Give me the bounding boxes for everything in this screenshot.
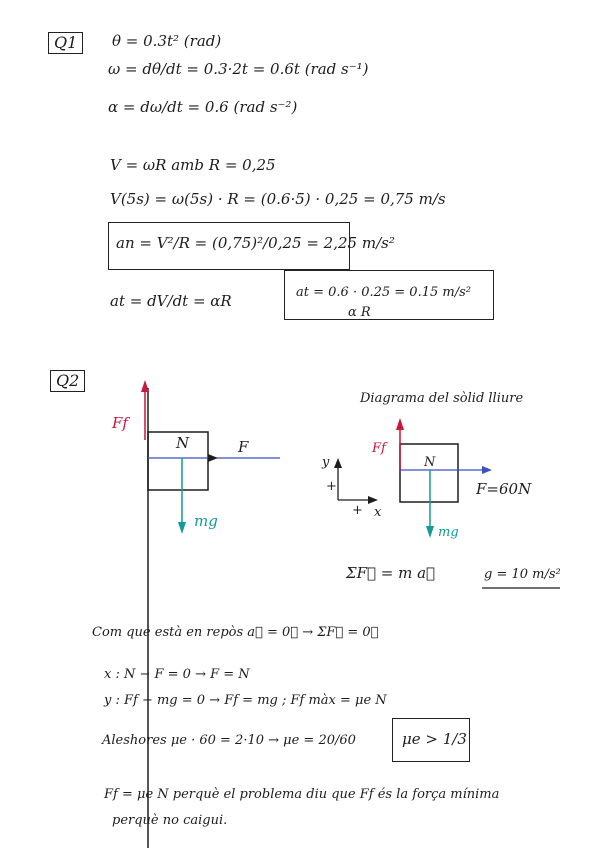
gravity-equation: g = 10 m/s² [484,567,561,582]
q1-line-theta: θ = 0.3t² (rad) [112,32,222,50]
q2-line-x: x : N − F = 0 → F = N [104,667,250,682]
applied-force-1-arrowhead [208,454,218,462]
weight-2-arrowhead [426,526,434,538]
q1-line-omega: ω = dθ/dt = 0.3·2t = 0.6t (rad s⁻¹) [108,60,369,78]
q1-line-at-symbols: α R [348,305,371,320]
q1-line-at: at = dV/dt = αR [110,292,232,310]
friction-force-2-label: Ff [372,441,386,456]
friction-force-2-arrowhead [396,418,404,430]
applied-force-2-arrowhead [482,466,492,474]
normal-force-2-label: N [424,455,436,470]
at-answer-box [284,270,494,320]
q2-line-conclusion: Ff = μe N perquè el problema diu que Ff … [104,787,500,802]
weight-2-label: mg [438,525,459,540]
y-axis-arrowhead [334,458,342,468]
weight-1-label: mg [194,512,218,530]
block-2 [399,443,459,503]
y-axis-plus: + [326,479,337,494]
q1-line-v5: V(5s) = ω(5s) · R = (0.6·5) · 0,25 = 0,7… [110,190,446,208]
q2-label: Q2 [50,370,86,392]
q2-line-conclusion-2: perquè no caigui. [112,813,228,828]
sum-forces-equation: ΣF⃗ = m a⃗ [346,564,436,582]
x-axis-label: x [374,505,382,520]
y-axis-label: y [322,455,330,470]
applied-force-1-label: F [238,438,249,456]
normal-force-1-label: N [176,434,190,452]
x-axis-arrowhead [368,496,378,504]
applied-force-2-label: F=60N [476,480,532,498]
q1-label: Q1 [48,32,84,54]
q1-line-at-value: at = 0.6 · 0.25 = 0.15 m/s² [296,285,471,300]
mu-answer-box [392,718,470,762]
friction-force-1-label: Ff [112,414,128,432]
q2-line-equilibrium: Com que està en repòs a⃗ = 0⃗ → ΣF⃗ = 0⃗ [92,625,379,640]
q1-line-an: an = V²/R = (0,75)²/0,25 = 2,25 m/s² [116,234,395,252]
diagram-2-title: Diagrama del sòlid lliure [360,391,524,406]
weight-1-arrowhead [178,522,186,534]
friction-force-1-arrowhead [141,380,149,392]
x-axis-plus: + [352,503,363,518]
q2-line-y: y : Ff − mg = 0 → Ff = mg ; Ff màx = μe … [104,693,387,708]
q2-line-mu: Aleshores μe · 60 = 2·10 → μe = 20/60 [102,733,356,748]
q1-line-alpha: α = dω/dt = 0.6 (rad s⁻²) [108,98,298,116]
q1-line-v: V = ωR amb R = 0,25 [110,156,276,174]
an-answer-box [108,222,350,270]
q2-line-mu-result: μe > 1/3 [402,730,467,748]
